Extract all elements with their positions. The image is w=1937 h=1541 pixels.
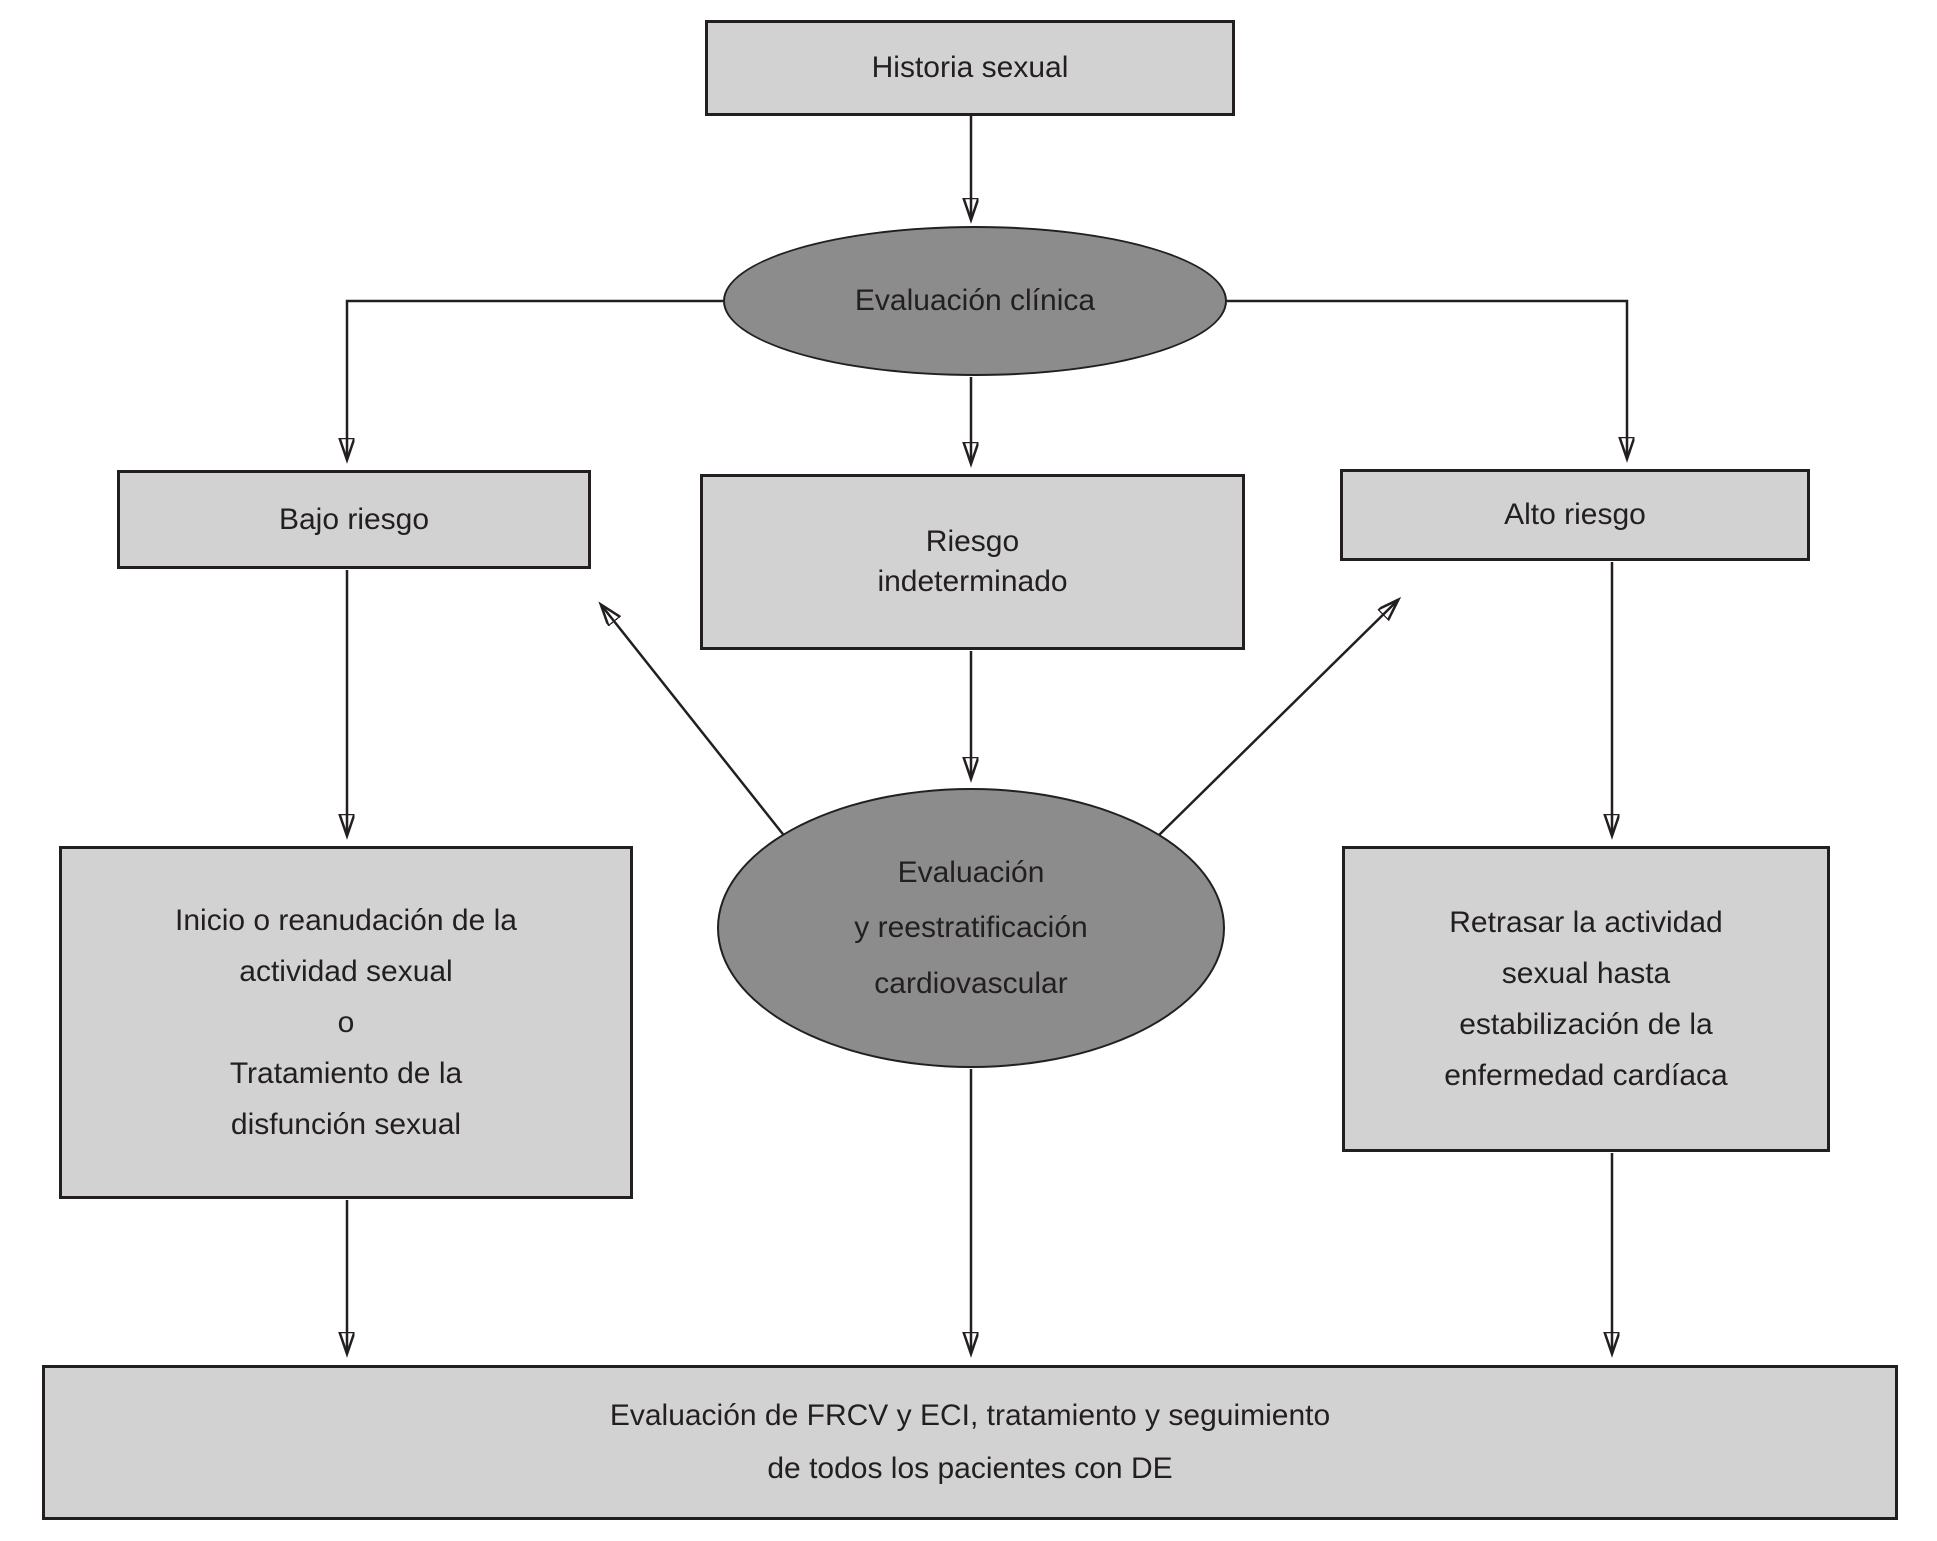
node-riesgo-indeterminado-label: Riesgo indeterminado bbox=[877, 524, 1068, 599]
node-evaluacion-reestratificacion-label: Evaluación y reestratificación cardiovas… bbox=[854, 855, 1088, 1000]
arrow-evaluacion-clinica-to-bajo-riesgo bbox=[347, 299, 723, 458]
node-bajo-riesgo-label: Bajo riesgo bbox=[278, 502, 430, 536]
node-evaluacion-frcv-label: Evaluación de FRCV y ECI, tratamiento y … bbox=[609, 1399, 1331, 1485]
node-inicio-tratamiento-label: Inicio o reanudación de la actividad sex… bbox=[175, 904, 517, 1141]
node-historia-sexual: Historia sexual bbox=[705, 20, 1235, 116]
node-evaluacion-clinica-label: Evaluación clínica bbox=[854, 284, 1096, 317]
node-alto-riesgo-label: Alto riesgo bbox=[1504, 498, 1646, 531]
arrow-reestratificacion-to-alto-riesgo bbox=[1155, 601, 1397, 839]
node-alto-riesgo: Alto riesgo bbox=[1340, 469, 1810, 561]
node-retrasar-actividad-label: Retrasar la actividad sexual hasta estab… bbox=[1444, 906, 1728, 1092]
node-retrasar-actividad: Retrasar la actividad sexual hasta estab… bbox=[1342, 846, 1830, 1152]
node-evaluacion-clinica: Evaluación clínica bbox=[723, 226, 1227, 376]
node-inicio-tratamiento: Inicio o reanudación de la actividad sex… bbox=[59, 846, 633, 1199]
node-evaluacion-reestratificacion: Evaluación y reestratificación cardiovas… bbox=[717, 788, 1225, 1068]
arrow-reestratificacion-to-bajo-riesgo bbox=[602, 606, 787, 839]
node-historia-sexual-label: Historia sexual bbox=[871, 51, 1069, 84]
node-bajo-riesgo: Bajo riesgo bbox=[117, 470, 591, 569]
node-evaluacion-frcv: Evaluación de FRCV y ECI, tratamiento y … bbox=[42, 1365, 1898, 1520]
node-riesgo-indeterminado: Riesgo indeterminado bbox=[700, 474, 1245, 650]
arrow-evaluacion-clinica-to-alto-riesgo bbox=[1227, 299, 1627, 457]
